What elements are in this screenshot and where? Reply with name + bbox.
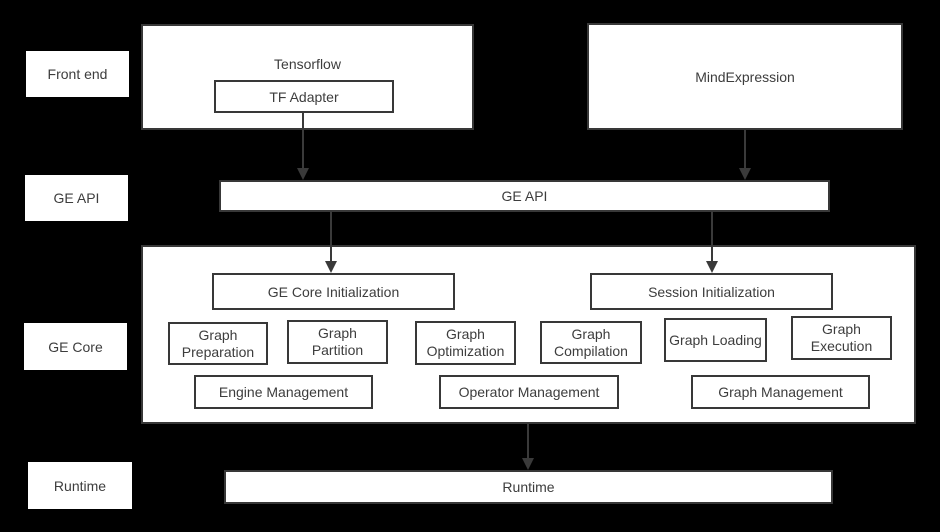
engine-management-label: Engine Management: [218, 384, 349, 400]
tensorflow-box: Tensorflow TF Adapter: [141, 24, 474, 130]
operator-management-box: Operator Management: [439, 375, 619, 409]
arrow-line: [711, 212, 713, 261]
ge-core-initialization-label: GE Core Initialization: [267, 283, 400, 300]
ge-core-initialization-box: GE Core Initialization: [212, 273, 455, 310]
graph-execution-label: Graph Execution: [810, 321, 873, 354]
rail-label-text: Runtime: [53, 477, 107, 494]
graph-preparation-box: Graph Preparation: [168, 322, 268, 365]
arrow-down-icon: [325, 261, 337, 273]
graph-loading-label: Graph Loading: [669, 331, 762, 348]
arrow-line: [330, 212, 332, 261]
graph-partition-box: Graph Partition: [287, 320, 388, 364]
tensorflow-title: Tensorflow: [274, 56, 341, 72]
arrow-down-icon: [522, 458, 534, 470]
rail-label-text: GE Core: [48, 338, 103, 355]
graph-partition-label: Graph Partition: [311, 325, 364, 358]
operator-management-label: Operator Management: [458, 384, 600, 400]
graph-management-label: Graph Management: [718, 384, 843, 400]
graph-optimization-box: Graph Optimization: [415, 321, 516, 365]
runtime-bar: Runtime: [224, 470, 833, 504]
arrow-tf-adapter-to-ge-api: [297, 113, 309, 180]
ge-core-container: GE Core Initialization Session Initializ…: [141, 245, 916, 424]
arrow-line: [744, 130, 746, 168]
session-initialization-box: Session Initialization: [590, 273, 833, 310]
graph-management-box: Graph Management: [691, 375, 870, 409]
rail-label-ge-core: GE Core: [24, 323, 127, 370]
arrow-down-icon: [706, 261, 718, 273]
graph-compilation-label: Graph Compilation: [554, 325, 628, 359]
mindexpression-box: MindExpression: [587, 23, 903, 130]
runtime-bar-label: Runtime: [502, 479, 555, 495]
graph-execution-box: Graph Execution: [791, 316, 892, 360]
ge-api-bar: GE API: [219, 180, 830, 212]
session-initialization-label: Session Initialization: [648, 283, 775, 300]
graph-compilation-box: Graph Compilation: [540, 321, 642, 364]
rail-label-text: Front end: [47, 66, 108, 82]
arrow-mindexpression-to-ge-api: [739, 130, 751, 180]
tf-adapter-box: TF Adapter: [214, 80, 394, 113]
rail-label-text: GE API: [53, 190, 100, 206]
graph-optimization-label: Graph Optimization: [426, 326, 505, 359]
tf-adapter-label: TF Adapter: [269, 88, 339, 105]
arrow-down-icon: [297, 168, 309, 180]
graph-preparation-label: Graph Preparation: [181, 326, 255, 360]
engine-management-box: Engine Management: [194, 375, 373, 409]
arrow-ge-api-to-ge-core-initialization: [325, 212, 337, 273]
mindexpression-label: MindExpression: [695, 68, 795, 85]
arrow-line: [527, 424, 529, 458]
rail-label-front-end: Front end: [26, 51, 129, 97]
ge-api-bar-label: GE API: [501, 188, 548, 204]
arrow-ge-api-to-session-initialization: [706, 212, 718, 273]
arrow-line: [302, 113, 304, 168]
rail-label-runtime: Runtime: [28, 462, 132, 509]
rail-label-ge-api: GE API: [25, 175, 128, 221]
graph-loading-box: Graph Loading: [664, 318, 767, 362]
arrow-down-icon: [739, 168, 751, 180]
arrow-ge-core-to-runtime: [522, 424, 534, 470]
